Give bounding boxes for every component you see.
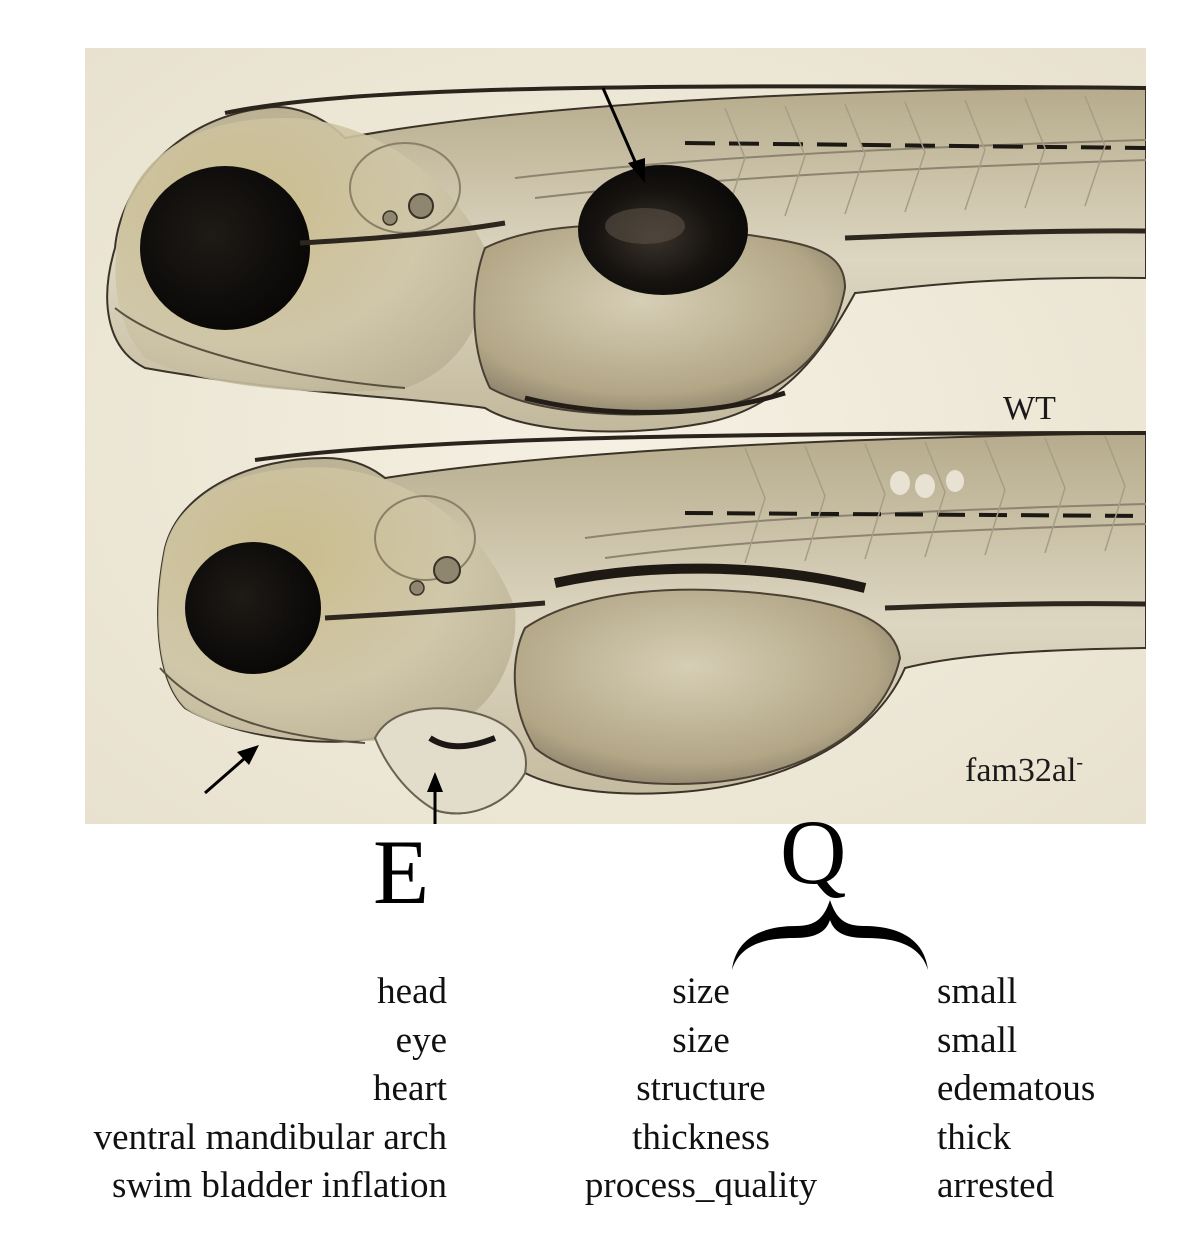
value-cell: small [937, 1019, 1018, 1061]
quality-brace [732, 900, 928, 970]
entity-column: head eye heart ventral mandibular arch s… [94, 968, 447, 1211]
mutant-label-superscript: - [1076, 751, 1084, 774]
attribute-column: size size structure thickness process_qu… [520, 968, 882, 1211]
arrow-heart [427, 772, 443, 824]
attribute-cell: structure [636, 1068, 766, 1109]
value-cell: thick [937, 1116, 1011, 1158]
attribute-cell: size [672, 971, 730, 1012]
quality-header: Q [780, 801, 847, 903]
entity-cell: eye [395, 1019, 447, 1061]
mutant-eye [185, 542, 321, 674]
value-column: small small edematous thick arrested [937, 968, 1095, 1211]
arrow-swim-bladder [601, 87, 645, 183]
attribute-cell: process_quality [584, 1165, 818, 1206]
entity-header: E [373, 821, 430, 923]
mutant-label-text: fam32al [965, 752, 1077, 789]
mutant-heart-edema [373, 707, 527, 815]
value-cell: edematous [937, 1068, 1096, 1109]
mutant-yolk [513, 588, 902, 785]
entity-cell: ventral mandibular arch [93, 1116, 447, 1158]
attribute-cell: thickness [632, 1116, 770, 1158]
larvae-micrograph [85, 48, 1146, 824]
entity-cell: swim bladder inflation [112, 1165, 447, 1206]
value-cell: arrested [937, 1165, 1055, 1206]
mutant-label: fam32al- [965, 751, 1084, 789]
attribute-cell: size [672, 1019, 730, 1061]
mutant-larva [157, 431, 1146, 815]
wt-eye [140, 166, 310, 330]
value-cell: small [937, 971, 1018, 1012]
arrow-mandibular-arch [204, 745, 259, 795]
wild-type-label: WT [1003, 390, 1056, 427]
entity-cell: heart [373, 1068, 447, 1109]
wild-type-larva [106, 84, 1146, 433]
entity-cell: head [377, 971, 447, 1012]
